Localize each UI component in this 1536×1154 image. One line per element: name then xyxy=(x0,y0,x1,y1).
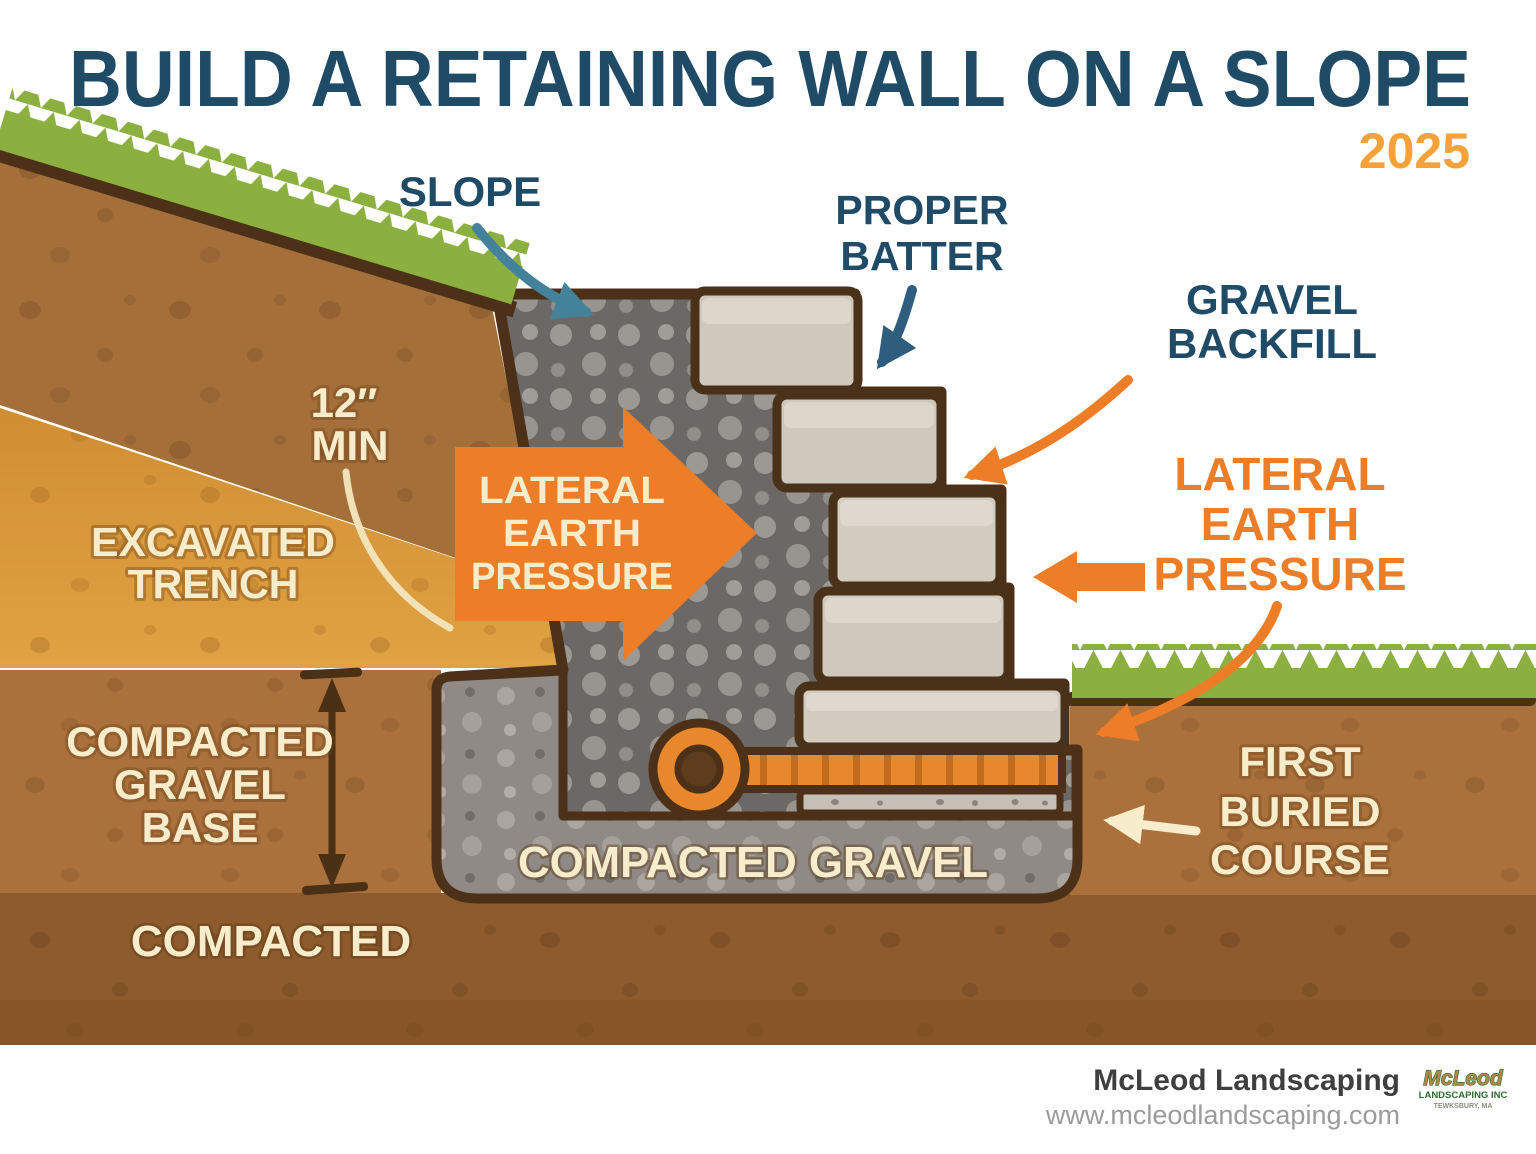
wall-block-course-2 xyxy=(772,390,946,493)
wall-block-course-3 xyxy=(828,488,1005,591)
lateral-earth-pressure-arrow: LATERAL EARTH PRESSURE xyxy=(455,407,757,661)
left-grass-body xyxy=(0,109,523,305)
logo-subtitle: LANDSCAPING INC xyxy=(1419,1090,1508,1101)
first-buried-label-line3: COURSE xyxy=(1210,836,1390,883)
gravel-base-label-line2: GRAVEL xyxy=(114,761,286,808)
min-depth-label-line2: MIN xyxy=(312,422,389,469)
year-badge: 2025 xyxy=(1359,123,1470,179)
compacted-subgrade-label: COMPACTED xyxy=(131,917,411,966)
subgrade-shade xyxy=(0,1000,1536,1045)
arrow-label-line3: PRESSURE xyxy=(471,556,673,598)
drain-pipe xyxy=(648,718,1066,820)
lateral-pressure-label-line3: PRESSURE xyxy=(1153,548,1406,600)
arrow-label-line1: LATERAL xyxy=(479,470,665,512)
page-title: BUILD A RETAINING WALL ON A SLOPE xyxy=(69,34,1471,123)
retaining-wall-blocks xyxy=(690,286,1070,752)
topsoil-layer xyxy=(0,148,548,589)
first-buried-label-line1: FIRST xyxy=(1239,738,1361,785)
first-buried-label-line2: BURIED xyxy=(1219,788,1380,835)
lateral-pressure-label-line1: LATERAL xyxy=(1174,448,1385,500)
gravel-backfill-callout-arrow xyxy=(963,375,1133,485)
gravel-base-label-line1: COMPACTED xyxy=(66,718,334,765)
wall-block-course-5 xyxy=(794,681,1070,752)
min-depth-callout-line xyxy=(342,468,454,632)
first-buried-callout-arrow xyxy=(1103,804,1201,845)
proper-batter-callout-arrow xyxy=(876,285,917,370)
footer-company: McLeod Landscaping xyxy=(1093,1064,1400,1097)
logo-name: McLeod xyxy=(1423,1067,1504,1090)
compacted-subgrade-band xyxy=(0,893,1536,1045)
lateral-pressure-callout-arrow xyxy=(1095,601,1282,742)
gravel-base-depth-band xyxy=(0,670,441,898)
slope-label: SLOPE xyxy=(399,168,541,215)
drain-pipe-bore xyxy=(674,744,724,794)
proper-batter-label-line1: PROPER xyxy=(835,187,1008,233)
right-grass xyxy=(1072,644,1536,698)
lateral-pressure-solid-arrow xyxy=(1033,551,1145,603)
left-grass-soil-line xyxy=(0,144,518,318)
min-depth-label-line1: 12″ xyxy=(311,379,378,426)
right-grass-blades xyxy=(1072,644,1536,669)
buried-course-specks xyxy=(831,799,1048,806)
wall-block-course-4 xyxy=(813,586,1013,686)
compacted-gravel-base-slab xyxy=(432,666,1082,903)
lateral-pressure-label-line2: EARTH xyxy=(1201,498,1359,550)
excavated-trench-texture xyxy=(0,408,563,668)
slope-callout-arrow xyxy=(472,223,595,320)
excavated-trench-label-line2: TRENCH xyxy=(128,561,299,607)
compacted-gravel-label: COMPACTED GRAVEL xyxy=(518,838,988,887)
gravel-backfill-label-line2: BACKFILL xyxy=(1167,320,1377,367)
gravel-backfill-label-line1: GRAVEL xyxy=(1186,276,1358,323)
right-grass-body xyxy=(1072,668,1536,698)
excavated-trench-label-line1: EXCAVATED xyxy=(91,519,335,565)
wall-block-course-1 xyxy=(690,286,863,395)
depth-measure-arrow xyxy=(300,667,368,896)
right-soil-body xyxy=(1070,700,1536,895)
drain-pipe-stripes xyxy=(760,755,1046,785)
left-slope-grass xyxy=(0,86,530,318)
footer-website: www.mcleodlandscaping.com xyxy=(1045,1100,1400,1130)
logo-location: TEWKSBURY, MA xyxy=(1434,1103,1493,1110)
left-grass-blades xyxy=(5,86,530,268)
arrow-label-line2: EARTH xyxy=(503,513,641,555)
first-buried-course-block xyxy=(796,787,1064,817)
left-slope-soil xyxy=(0,148,563,898)
company-logo: McLeod LANDSCAPING INC TEWKSBURY, MA xyxy=(1419,1066,1508,1110)
gravel-base-label-line3: BASE xyxy=(142,804,259,851)
proper-batter-label-line2: BATTER xyxy=(840,233,1003,279)
footer: McLeod Landscaping www.mcleodlandscaping… xyxy=(1045,1064,1508,1130)
